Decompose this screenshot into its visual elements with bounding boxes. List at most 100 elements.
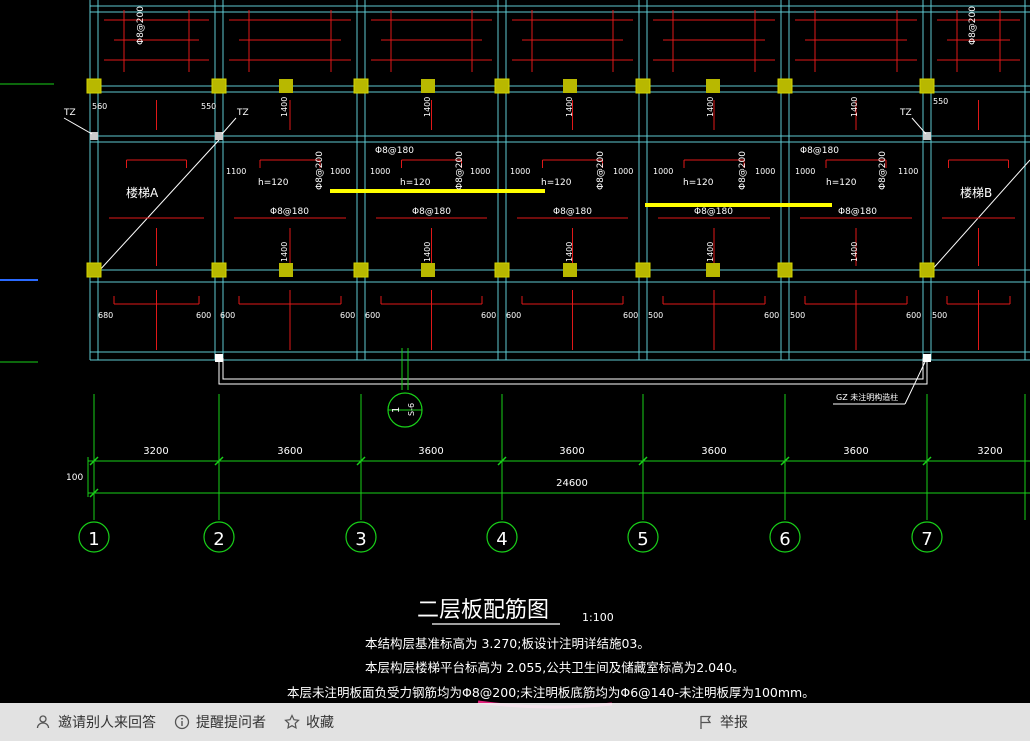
leader-line	[911, 117, 927, 135]
leader-line	[63, 117, 93, 135]
grid-lines	[87, 394, 1030, 520]
dim-tick	[497, 456, 507, 466]
bay-dimension: 3600	[418, 446, 443, 457]
favorite-button[interactable]: 收藏	[284, 712, 334, 732]
column	[706, 79, 720, 93]
dim-tick	[922, 456, 932, 466]
axis-number: 5	[637, 529, 648, 550]
column	[279, 263, 293, 277]
dim-label: 1400	[280, 242, 289, 262]
rebar-label: Φ8@180	[800, 146, 839, 156]
stair-diagonal	[929, 159, 1030, 273]
dim-label: 1400	[423, 97, 432, 117]
dim-tick	[780, 456, 790, 466]
rebar-label: Φ8@200	[315, 151, 325, 190]
dim-label: 550	[933, 97, 948, 106]
gz-label: GZ 未注明构造柱	[836, 392, 898, 402]
column	[777, 262, 793, 278]
note-2: 本层构层楼梯平台标高为 2.055,公共卫生间及储藏室标高为2.040。	[365, 660, 745, 675]
column	[279, 79, 293, 93]
ledge-inner	[222, 358, 924, 380]
leader-line	[904, 361, 926, 405]
stair-label: 楼梯B	[960, 185, 992, 200]
dim-label: 560	[92, 102, 107, 111]
rebar-label: Φ8@200	[878, 151, 888, 190]
column	[421, 79, 435, 93]
beams	[0, 0, 1030, 385]
column-label: TZ	[236, 108, 249, 118]
drawing-scale: 1:100	[582, 611, 614, 624]
user-add-icon	[36, 714, 52, 730]
dim-label: 1100	[898, 167, 918, 176]
rebar-label: h=120	[400, 178, 431, 188]
rebar-label: Φ8@180	[553, 207, 592, 217]
column	[635, 262, 651, 278]
dim-label: 1400	[706, 242, 715, 262]
axis-number: 4	[496, 529, 507, 550]
dim-tick	[214, 456, 224, 466]
note-3: 本层未注明板面负受力钢筋均为Φ8@200;未注明板底筋均为Φ6@140-未注明板…	[287, 685, 815, 700]
rebar-label: Φ8@200	[596, 151, 606, 190]
dim-label: 600	[481, 311, 496, 320]
highlight-bar	[330, 189, 545, 193]
rebar-label: Φ8@200	[738, 151, 748, 190]
dim-label: 600	[340, 311, 355, 320]
report-label: 举报	[720, 714, 748, 730]
dim-label: 500	[790, 311, 805, 320]
dim-tick	[638, 456, 648, 466]
axis-number: 6	[779, 529, 790, 550]
highlight-marks	[330, 189, 832, 207]
remind-asker-button[interactable]: 提醒提问者	[174, 712, 266, 732]
favorite-label: 收藏	[306, 714, 334, 730]
invite-answer-label: 邀请别人来回答	[58, 714, 156, 730]
dim-label: 1000	[755, 167, 775, 176]
dim-tick	[89, 456, 99, 466]
rebar-label: h=120	[541, 178, 572, 188]
dim-label: 680	[98, 311, 113, 320]
tz-column	[923, 132, 931, 140]
column	[919, 262, 935, 278]
axis-number: 7	[921, 529, 932, 550]
column	[211, 262, 227, 278]
bay-dimension: 3200	[977, 446, 1002, 457]
dim-label: 1000	[370, 167, 390, 176]
flag-icon	[698, 714, 714, 730]
rebar-label: Φ8@180	[270, 207, 309, 217]
axis-bubble	[203, 521, 235, 553]
report-button[interactable]: 举报	[698, 712, 748, 732]
column	[353, 262, 369, 278]
axis-number: 3	[355, 529, 366, 550]
axis-bubble	[345, 521, 377, 553]
rebar-label: Φ8@180	[375, 146, 414, 156]
dim-label: 1000	[613, 167, 633, 176]
note-1: 本结构层基准标高为 3.270;板设计注明详结施03。	[365, 636, 650, 651]
dim-label: 1400	[565, 97, 574, 117]
section-mark-number: 1	[391, 407, 402, 413]
dim-label: 1000	[653, 167, 673, 176]
dim-tick	[356, 456, 366, 466]
column	[211, 78, 227, 94]
gz-column	[923, 354, 931, 362]
highlight-bar	[645, 203, 832, 207]
leader-line	[221, 117, 237, 135]
dim-label: 100	[66, 473, 83, 483]
ledge-outline	[218, 358, 928, 385]
axis-bubble	[627, 521, 659, 553]
column	[86, 262, 102, 278]
column	[494, 262, 510, 278]
bay-dimension: 3600	[559, 446, 584, 457]
dim-label: 600	[365, 311, 380, 320]
column	[919, 78, 935, 94]
dim-label: 600	[623, 311, 638, 320]
column	[706, 263, 720, 277]
rebar-lines	[104, 10, 1020, 350]
rebar-label: h=120	[683, 178, 714, 188]
answer-action-bar: 邀请别人来回答 提醒提问者 收藏 举报	[0, 703, 1030, 741]
dim-label: 1400	[850, 97, 859, 117]
rebar-label: Φ8@180	[412, 207, 451, 217]
invite-answer-button[interactable]: 邀请别人来回答	[36, 712, 156, 732]
axis-number: 2	[213, 529, 224, 550]
column	[777, 78, 793, 94]
